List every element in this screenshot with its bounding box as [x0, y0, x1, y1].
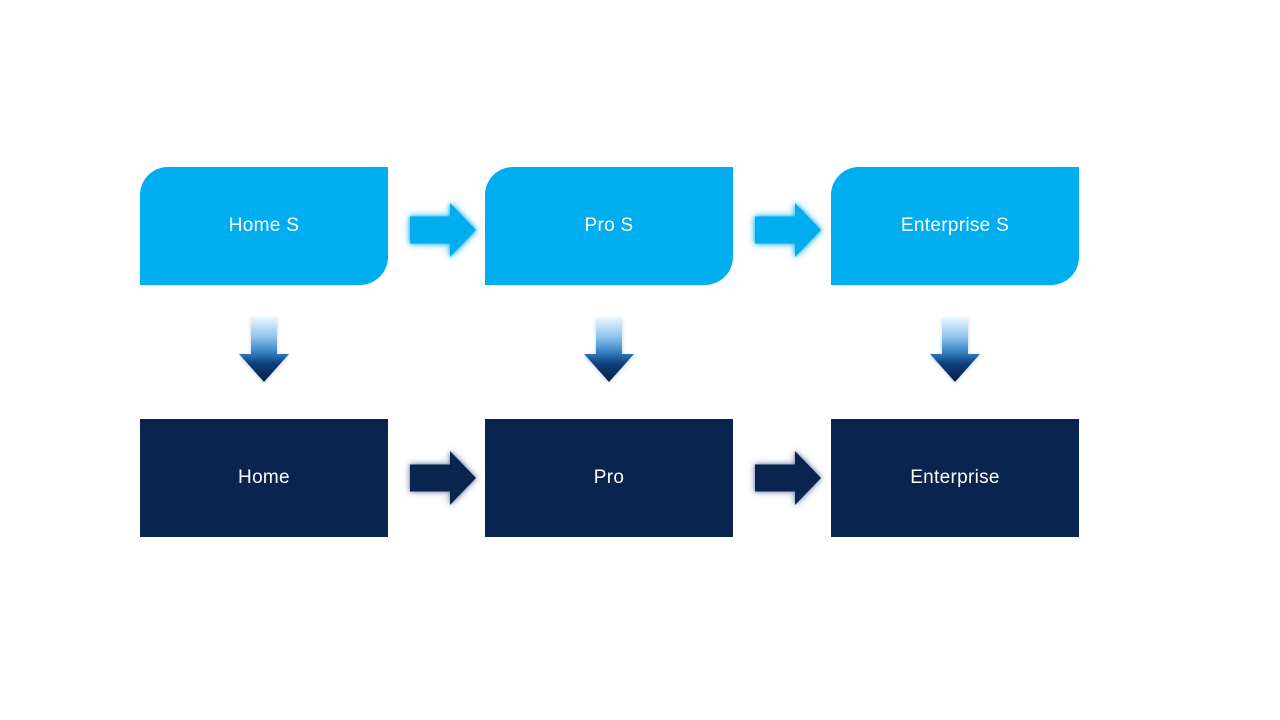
top-box-pro-s-label: Pro S: [584, 215, 634, 236]
bottom-box-enterprise-label: Enterprise: [910, 467, 1000, 488]
bottom-box-pro: Pro: [485, 419, 733, 537]
top-box-enterprise-s: Enterprise S: [831, 167, 1079, 285]
down-arrow-icon: [930, 318, 980, 382]
top-box-pro-s: Pro S: [485, 167, 733, 285]
right-arrow-icon: [410, 203, 476, 257]
bottom-box-pro-label: Pro: [593, 467, 625, 488]
down-arrow-icon: [239, 318, 289, 382]
top-box-enterprise-s-label: Enterprise S: [900, 215, 1010, 236]
top-box-home-s: Home S: [140, 167, 388, 285]
bottom-box-home-label: Home: [238, 467, 290, 488]
right-arrow-icon: [755, 451, 821, 505]
right-arrow-icon: [410, 451, 476, 505]
right-arrow-icon: [755, 203, 821, 257]
top-box-home-s-label: Home S: [228, 215, 300, 236]
down-arrow-icon: [584, 318, 634, 382]
bottom-box-enterprise: Enterprise: [831, 419, 1079, 537]
bottom-box-home: Home: [140, 419, 388, 537]
